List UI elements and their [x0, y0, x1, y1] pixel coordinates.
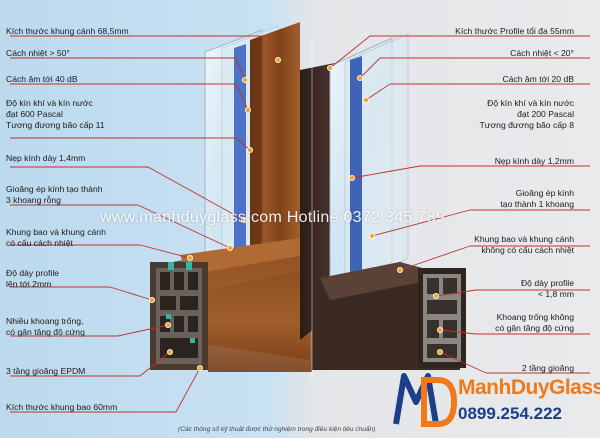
left-label-glazing-bead: Nẹp kính dày 1,4mm [6, 153, 86, 163]
left-label-thermal-break: Khung bao và khung cánh có cấu cách nhiệ… [6, 227, 106, 248]
brand-phone: 0899.254.222 [458, 404, 562, 423]
left-label-outer-frame: Kích thước khung bao 60mm [6, 402, 118, 412]
right-label-glazing-bead: Nẹp kính dày 1,2mm [494, 156, 574, 166]
left-label-insulation: Cách nhiệt > 50° [6, 48, 70, 58]
left-label-frame-size: Kích thước khung cánh 68,5mm [6, 26, 129, 36]
right-label-airtight: Độ kín khí và kín nước đạt 200 Pascal Tư… [479, 98, 574, 130]
left-label-airtight: Độ kín khí và kín nước đạt 600 Pascal Tư… [6, 98, 105, 130]
left-label-profile-thickness: Độ dày profile lên tới 2mm [6, 268, 60, 289]
right-marker-dots [326, 65, 443, 355]
watermark-text: www.manhduyglass.com Hotline 0372 345 78… [100, 209, 445, 226]
right-label-sound: Cách âm tới 20 dB [502, 74, 574, 84]
footnote: (Các thông số kỹ thuật được thử nghiệm t… [178, 426, 376, 433]
left-leader-lines [10, 35, 279, 413]
left-label-chambers: Nhiều khoang trống, có gân tăng độ cứng [6, 316, 85, 337]
right-label-insulation: Cách nhiệt < 20° [510, 48, 574, 58]
right-label-chambers: Khoang trống không có gân tăng độ cứng [495, 312, 574, 333]
left-label-epdm: 3 tầng gioăng EPDM [6, 366, 86, 376]
right-label-gasket: Gioăng ép kính tạo thành 1 khoang [500, 188, 574, 209]
right-label-profile-thickness: Độ dày profile < 1,8 mm [520, 278, 574, 299]
brand-logo [393, 373, 458, 427]
left-marker-dots [148, 57, 281, 371]
right-label-gaskets: 2 tầng gioăng [521, 363, 574, 373]
left-label-sound: Cách âm tới 40 dB [6, 74, 78, 84]
right-label-no-thermal-break: Khung bao và khung cánh không có cấu các… [474, 234, 574, 255]
right-leader-lines [329, 35, 590, 374]
right-label-profile-size: Kích thước Profile tối đa 55mm [455, 26, 574, 36]
brand-name: ManhDuyGlass [458, 376, 600, 399]
left-label-gasket: Gioăng ép kính tạo thành 3 khoang rỗng [6, 184, 103, 205]
